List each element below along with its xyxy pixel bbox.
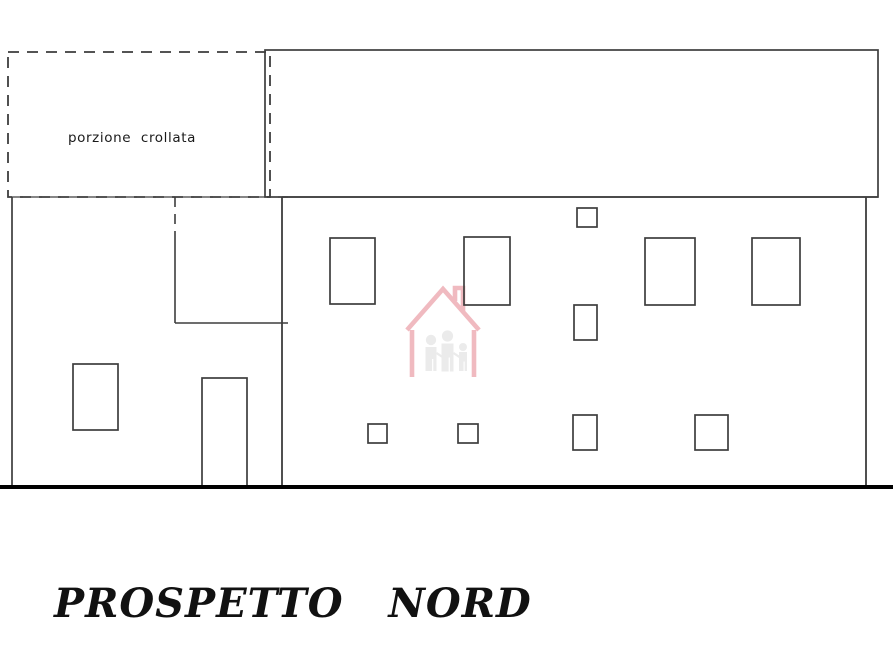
window-upper-1 xyxy=(329,237,376,305)
family-silhouette-icon xyxy=(425,330,467,372)
window-lower-square-1 xyxy=(367,423,388,444)
window-mid-small xyxy=(573,304,598,341)
openings-group xyxy=(72,207,801,488)
window-lower-4 xyxy=(694,414,729,451)
collapsed-portion-outline xyxy=(7,51,271,198)
window-left-wing xyxy=(72,363,119,431)
window-upper-4 xyxy=(751,237,801,306)
collapsed-portion-dashed-rect xyxy=(7,51,271,198)
roof-band-rect xyxy=(264,49,879,198)
window-attic-small xyxy=(576,207,598,228)
door-left-wing xyxy=(201,377,248,488)
window-lower-square-2 xyxy=(457,423,479,444)
window-lower-3 xyxy=(572,414,598,451)
window-upper-3 xyxy=(644,237,696,306)
inner-step-outline xyxy=(174,197,288,324)
collapsed-portion-label: porzione crollata xyxy=(68,130,196,146)
main-block-walls xyxy=(281,196,878,487)
window-upper-2 xyxy=(463,236,511,306)
left-wing-walls xyxy=(11,196,288,487)
house-family-watermark xyxy=(405,285,481,377)
roof-band xyxy=(264,49,879,198)
house-outline-icon xyxy=(405,285,481,377)
drawing-title: PROSPETTO NORD xyxy=(54,580,532,627)
